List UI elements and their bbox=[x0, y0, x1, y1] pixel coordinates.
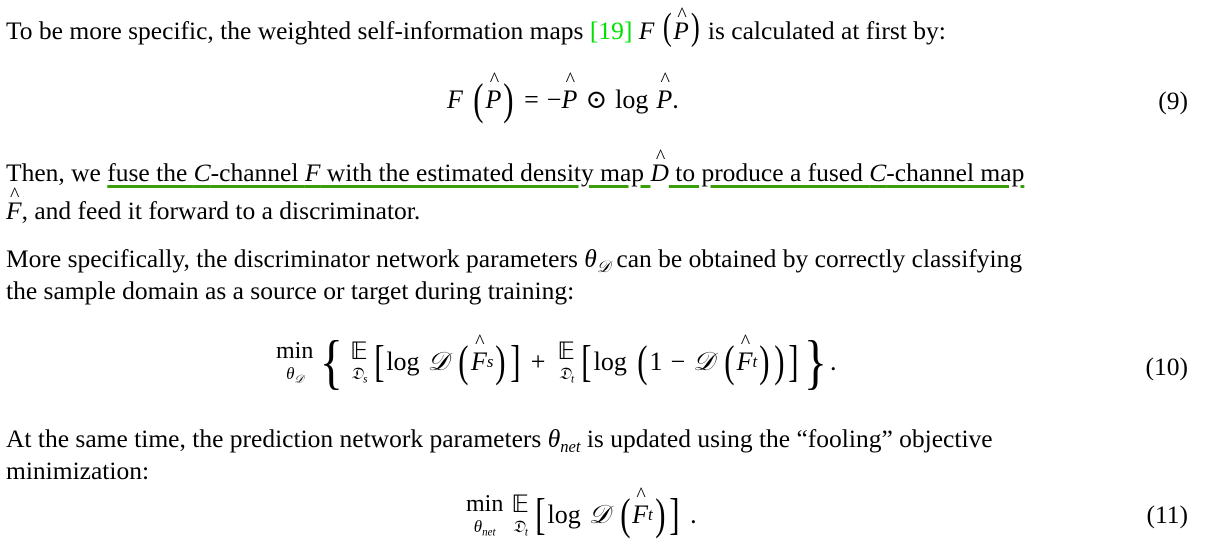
equation-9: F(P) =−P⊙logP. bbox=[447, 78, 679, 122]
highlighted-text: fuse the C-channel F with the estimated … bbox=[107, 158, 1024, 187]
paragraph-2-line-1: Then, we fuse the C-channel F with the e… bbox=[6, 158, 1024, 188]
text: To be more specific, the weighted self-i… bbox=[6, 16, 590, 45]
text: is calculated at first by: bbox=[701, 16, 946, 45]
paragraph-1: To be more specific, the weighted self-i… bbox=[6, 8, 946, 46]
paragraph-4-line-2: minimization: bbox=[6, 456, 150, 485]
paragraph-3-line-2: the sample domain as a source or target … bbox=[6, 276, 575, 305]
equation-number-9: (9) bbox=[1158, 86, 1188, 115]
paragraph-4-line-1: At the same time, the prediction network… bbox=[6, 424, 993, 456]
equation-number-11: (11) bbox=[1146, 500, 1188, 529]
citation-link[interactable]: [19] bbox=[589, 16, 633, 45]
text: , and feed it forward to a discriminator… bbox=[21, 196, 421, 225]
equation-number-10: (10) bbox=[1145, 352, 1188, 381]
paragraph-3-line-1: More specifically, the discriminator net… bbox=[6, 244, 1023, 276]
paragraph-2-line-2: F, and feed it forward to a discriminato… bbox=[6, 196, 420, 226]
